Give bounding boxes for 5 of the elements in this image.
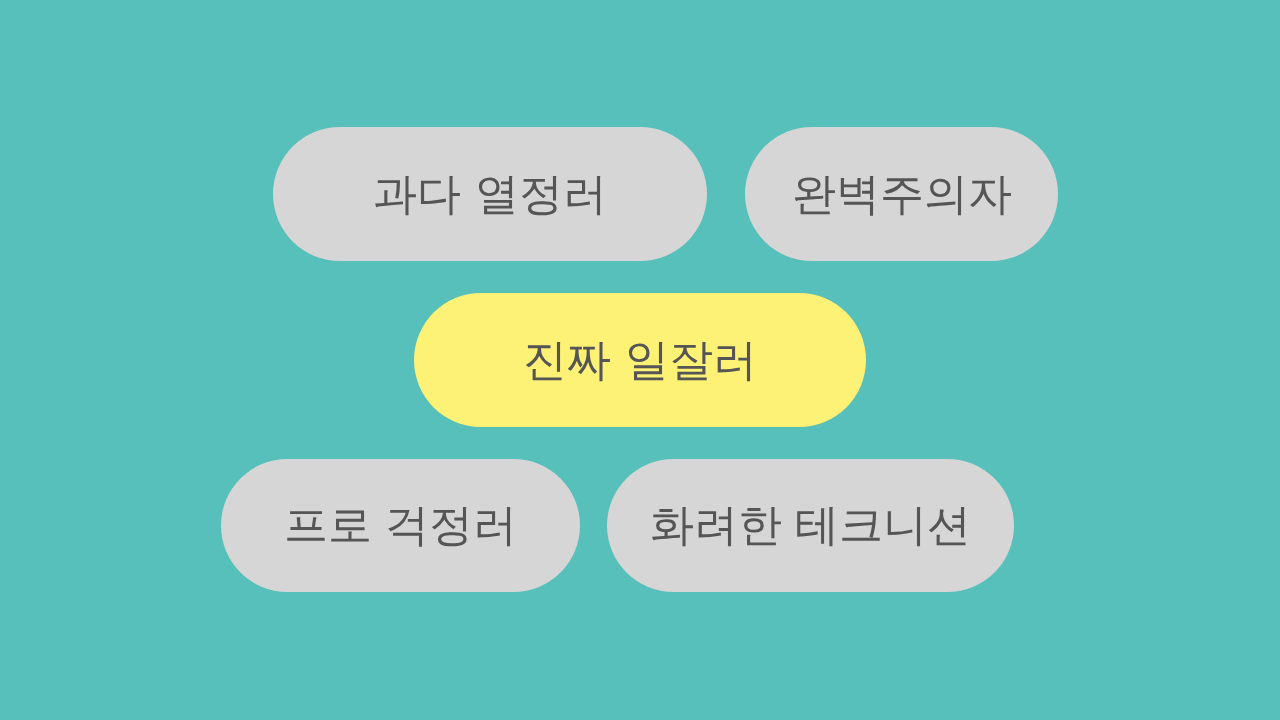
pill-label: 프로 걱정러	[283, 498, 518, 552]
pill-label: 완벽주의자	[791, 166, 1012, 221]
pill-label: 화려한 테크니션	[649, 498, 972, 552]
pill-label: 과다 열정러	[373, 166, 607, 221]
pill-label: 진짜 일잘러	[523, 332, 757, 387]
